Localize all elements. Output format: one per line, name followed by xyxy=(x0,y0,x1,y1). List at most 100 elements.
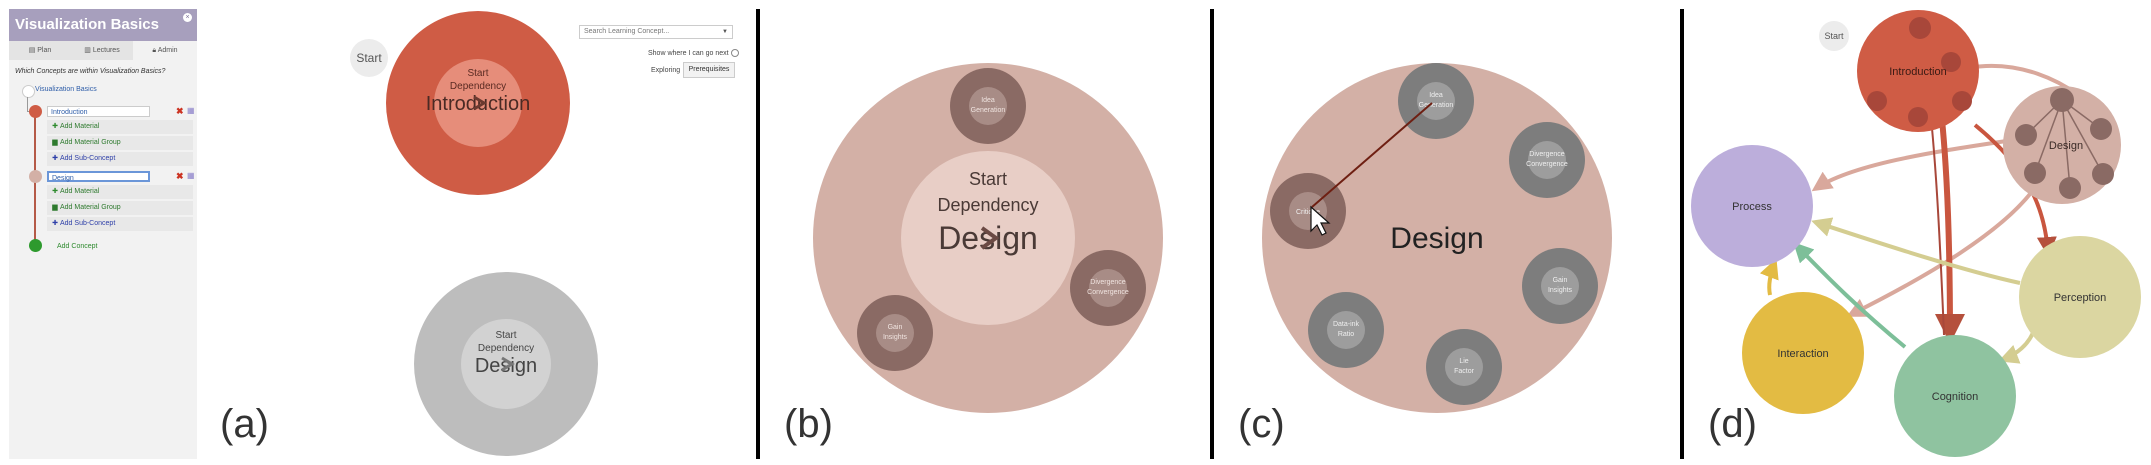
node-label: Design xyxy=(2049,140,2083,152)
add-material-button[interactable]: ✚Add Material xyxy=(47,120,193,134)
start-node-label: Start xyxy=(356,51,382,65)
add-concept-dot xyxy=(29,239,42,252)
child-label: Divergence xyxy=(1090,279,1126,286)
child-label: Factor xyxy=(1454,368,1475,375)
design-inner-node[interactable] xyxy=(901,151,1075,325)
child-node-idea-generation[interactable]: Idea Generation xyxy=(950,68,1026,144)
panel-label-d: (d) xyxy=(1708,402,1757,446)
child-node-gain-insights[interactable]: Gain Insights xyxy=(857,295,933,371)
plus-icon: ✚ xyxy=(52,155,58,162)
add-sub-concept-button[interactable]: ✚Add Sub-Concept xyxy=(47,217,193,231)
tab-plan[interactable]: ▤ Plan xyxy=(28,47,52,54)
introduction-title: Introduction xyxy=(426,93,531,115)
cursor-icon xyxy=(1310,205,1331,236)
child-label: Ratio xyxy=(1338,331,1354,338)
delete-icon[interactable]: ✖ xyxy=(176,171,184,181)
show-next-toggle[interactable]: Show where I can go next xyxy=(648,49,739,57)
introduction-inner-node[interactable] xyxy=(434,59,522,147)
radio-icon xyxy=(730,49,739,57)
child-label: Convergence xyxy=(1526,161,1568,168)
add-concept-button[interactable]: Add Concept xyxy=(57,243,98,250)
arrow-right-icon xyxy=(501,356,515,372)
node-label: Introduction xyxy=(1889,66,1946,78)
child-node-critique[interactable]: Critique xyxy=(1270,173,1346,249)
panel-label-b: (b) xyxy=(784,402,833,446)
child-node-divergence-convergence[interactable]: Divergence Convergence xyxy=(1509,122,1585,198)
panel-c: Design Idea Generation Divergence Conver… xyxy=(1262,63,1612,413)
edge-cognition-process xyxy=(1793,242,1907,349)
node-cognition[interactable]: Cognition xyxy=(1894,335,2016,457)
panel-divider xyxy=(1680,9,1684,459)
child-label: Divergence xyxy=(1529,151,1565,158)
child-node-idea-generation[interactable]: Idea Generation xyxy=(1398,63,1474,139)
node-introduction[interactable]: Introduction xyxy=(1857,10,1979,132)
concept-search-input[interactable]: Search Learning Concept... ▼ xyxy=(579,25,733,39)
start-node[interactable] xyxy=(1819,21,1849,51)
node-design[interactable]: Design xyxy=(2003,86,2121,204)
inner-label: Start xyxy=(495,330,516,341)
inner-label: Dependency xyxy=(937,195,1038,215)
inner-label: Start xyxy=(969,169,1007,189)
sidebar-tabs: ▤ Plan ▥ Lectures 🔒︎ Admin xyxy=(9,41,197,60)
child-label: Gain xyxy=(1553,277,1568,284)
prerequisites-button[interactable]: Prerequisites xyxy=(683,62,735,78)
concept-name-input-design[interactable]: Design xyxy=(47,171,150,182)
chevron-down-icon[interactable]: ▼ xyxy=(722,29,728,35)
root-concept-link[interactable]: Visualization Basics xyxy=(35,86,97,93)
panel-label-c: (c) xyxy=(1238,402,1285,446)
child-label: Critique xyxy=(1296,209,1320,216)
panel-a: Start Start Dependency Introduction Star… xyxy=(350,11,598,456)
child-label: Data-ink xyxy=(1333,321,1360,328)
sidebar-title: Visualization Basics xyxy=(15,16,159,33)
delete-icon[interactable]: ✖ xyxy=(176,106,184,116)
concept-dot-design xyxy=(29,170,42,183)
edge-design-interaction xyxy=(1846,178,2042,317)
child-node-data-ink-ratio[interactable]: Data-ink Ratio xyxy=(1308,292,1384,368)
child-label: Insights xyxy=(1548,287,1573,294)
child-label: Generation xyxy=(1419,102,1454,109)
concept-name-input-introduction[interactable]: Introduction xyxy=(47,106,150,117)
arrow-right-icon xyxy=(473,95,487,111)
child-node-divergence-convergence[interactable]: Divergence Convergence xyxy=(1070,250,1146,326)
tab-admin[interactable]: 🔒︎ Admin xyxy=(133,41,197,60)
node-process[interactable]: Process xyxy=(1691,145,1813,267)
add-material-button[interactable]: ✚Add Material xyxy=(47,185,193,199)
child-label: Insights xyxy=(883,334,908,341)
design-title: Design xyxy=(1390,222,1483,255)
node-perception[interactable]: Perception xyxy=(2019,236,2141,358)
root-node-dot xyxy=(22,85,35,98)
design-inner-node[interactable] xyxy=(461,319,551,409)
child-node-lie-factor[interactable]: Lie Factor xyxy=(1426,329,1502,405)
child-node-gain-insights[interactable]: Gain Insights xyxy=(1522,248,1598,324)
tab-lectures[interactable]: ▥ Lectures xyxy=(84,47,120,54)
exploring-label: Exploring xyxy=(651,67,681,74)
drag-handle-icon[interactable]: ▦ xyxy=(187,106,195,115)
dependency-edge xyxy=(1311,102,1433,208)
child-label: Idea xyxy=(1429,92,1443,99)
concept-sidebar: Visualization Basics × ▤ Plan ▥ Lectures… xyxy=(9,9,197,459)
inner-label: Start xyxy=(467,68,488,79)
close-icon[interactable]: × xyxy=(183,13,192,22)
node-label: Interaction xyxy=(1777,348,1828,360)
inner-label: Dependency xyxy=(450,81,506,92)
start-node-label: Start xyxy=(1824,31,1844,41)
plus-icon: ✚ xyxy=(52,123,58,130)
folder-icon: ▆ xyxy=(52,139,58,146)
panel-d: Start Introduction xyxy=(1691,10,2141,457)
panel-divider xyxy=(1210,9,1214,459)
plus-icon: ✚ xyxy=(52,188,58,195)
plus-icon: ✚ xyxy=(52,220,58,227)
node-interaction[interactable]: Interaction xyxy=(1742,292,1864,414)
start-node[interactable] xyxy=(350,39,388,77)
add-material-group-button[interactable]: ▆Add Material Group xyxy=(47,136,193,150)
drag-handle-icon[interactable]: ▦ xyxy=(187,171,195,180)
concept-dot-introduction xyxy=(29,105,42,118)
node-label: Cognition xyxy=(1932,391,1978,403)
add-sub-concept-button[interactable]: ✚Add Sub-Concept xyxy=(47,152,193,166)
edge-perception-process xyxy=(1811,217,2021,285)
inner-label: Dependency xyxy=(478,343,534,354)
sidebar-header: Visualization Basics × xyxy=(9,9,197,41)
add-material-group-button[interactable]: ▆Add Material Group xyxy=(47,201,193,215)
folder-icon: ▆ xyxy=(52,204,58,211)
